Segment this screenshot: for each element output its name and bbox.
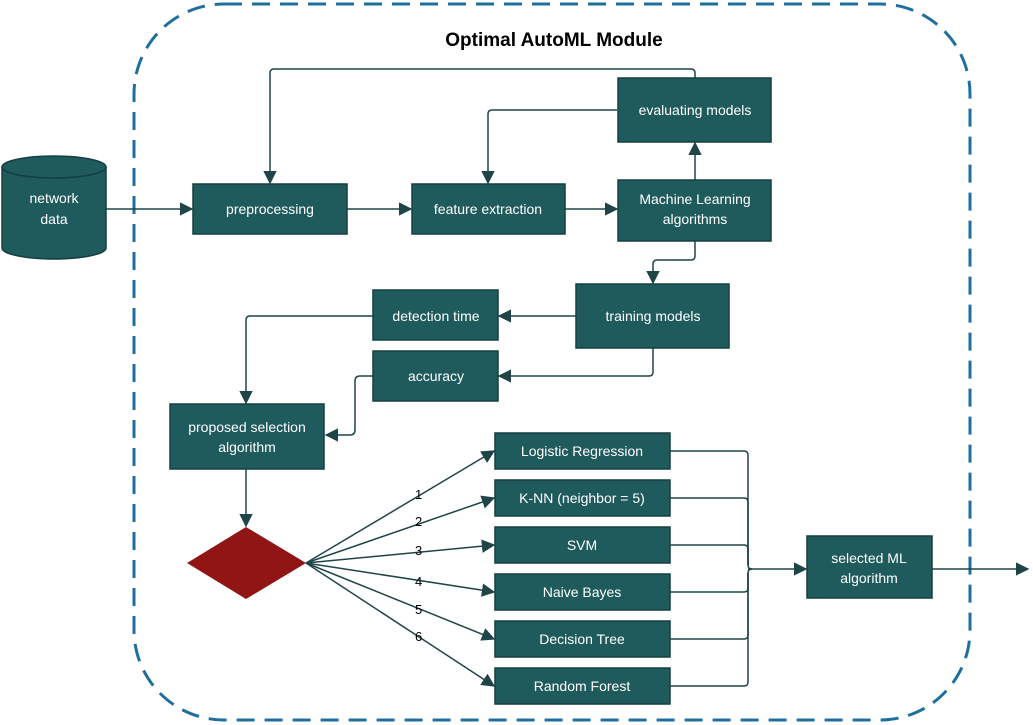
module-border	[132, 2, 972, 722]
connectors	[106, 68, 1030, 687]
ml-algorithms-label-line1: Machine Learning	[639, 191, 750, 207]
algorithm-box-1: Logistic Regression	[494, 432, 671, 470]
algorithm-label-3: SVM	[567, 537, 597, 553]
arrow-diamond-to-algo-2	[305, 495, 496, 564]
ml-algorithms-label-line2: algorithms	[663, 211, 728, 227]
line-algo-2-merge	[670, 497, 749, 565]
branch-number-6: 6	[415, 629, 422, 644]
accuracy-box: accuracy	[372, 350, 499, 402]
evaluating-models-box: evaluating models	[617, 77, 772, 143]
detection-time-label: detection time	[392, 308, 479, 324]
branch-number-5: 5	[415, 602, 422, 617]
arrow-evaluating-to-feature	[481, 109, 617, 185]
training-models-box: training models	[575, 283, 730, 349]
arrow-training-to-accuracy	[497, 348, 654, 383]
arrow-diamond-to-algo-1	[305, 450, 496, 564]
algorithm-label-5: Decision Tree	[539, 631, 625, 647]
branch-number-2: 2	[415, 514, 422, 529]
feature-extraction-label: feature extraction	[434, 201, 542, 217]
proposed-selection-box: proposed selection algorithm	[169, 403, 325, 470]
proposed-selection-label-line1: proposed selection	[188, 419, 306, 435]
arrow-ml-to-training	[646, 241, 696, 285]
line-algo-5-merge	[670, 573, 749, 640]
arrow-diamond-to-algo-6	[305, 562, 496, 687]
line-algo-3-merge	[670, 544, 749, 565]
algorithm-label-6: Random Forest	[534, 678, 631, 694]
selected-ml-label-line1: selected ML	[831, 550, 907, 566]
algorithm-box-4: Naive Bayes	[494, 573, 671, 611]
line-algo-6-merge	[670, 568, 753, 687]
network-data-label-line2: data	[40, 211, 67, 227]
branch-number-3: 3	[415, 543, 422, 558]
decision-diamond	[187, 527, 306, 599]
selected-ml-box: selected ML algorithm	[806, 535, 933, 599]
algorithm-label-4: Naive Bayes	[543, 584, 622, 600]
accuracy-label: accuracy	[408, 368, 464, 384]
arrow-accuracy-to-proposed	[324, 375, 373, 442]
feature-extraction-box: feature extraction	[411, 183, 566, 235]
algorithm-box-6: Random Forest	[494, 667, 671, 705]
detection-time-box: detection time	[372, 289, 499, 341]
arrow-detection-to-proposed	[239, 315, 373, 405]
algorithm-label-1: Logistic Regression	[521, 443, 643, 459]
proposed-selection-label-line2: algorithm	[218, 439, 276, 455]
ml-algorithms-box: Machine Learning algorithms	[617, 179, 772, 242]
network-data-label-line1: network	[29, 190, 79, 206]
algorithm-box-2: K-NN (neighbor = 5)	[494, 479, 671, 517]
preprocessing-box: preprocessing	[192, 183, 348, 235]
arrow-evaluating-to-preprocessing	[263, 68, 696, 185]
arrow-diamond-to-algo-5	[305, 562, 496, 641]
algorithm-label-2: K-NN (neighbor = 5)	[519, 490, 645, 506]
line-algo-4-merge	[670, 573, 749, 593]
selected-ml-label-line2: algorithm	[840, 570, 898, 586]
branch-number-1: 1	[415, 487, 422, 502]
arrow-diamond-to-algo-3	[305, 539, 496, 564]
network-data-cylinder: network data	[1, 155, 107, 260]
preprocessing-label: preprocessing	[226, 201, 314, 217]
evaluating-models-label: evaluating models	[639, 102, 752, 118]
algorithm-box-3: SVM	[494, 526, 671, 564]
branch-number-4: 4	[415, 574, 422, 589]
training-models-label: training models	[606, 308, 701, 324]
line-algo-1-merge	[670, 450, 753, 570]
arrow-diamond-to-algo-4	[305, 562, 496, 597]
algorithm-box-5: Decision Tree	[494, 620, 671, 658]
module-title: Optimal AutoML Module	[445, 30, 662, 51]
